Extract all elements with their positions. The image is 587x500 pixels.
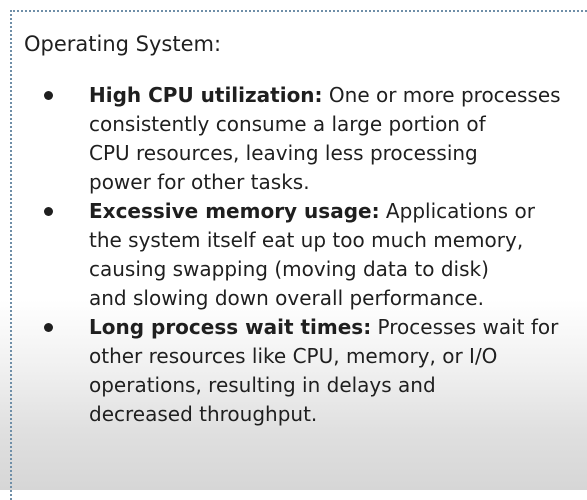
bullet-text: other resources like CPU, memory, or I/O xyxy=(89,344,498,368)
bullet-icon xyxy=(44,91,53,100)
bullet-item-wait-times: Long process wait times: Processes wait … xyxy=(0,313,587,429)
bullet-text: consistently consume a large portion of xyxy=(89,112,486,136)
bullet-text: Processes wait for xyxy=(371,315,559,339)
bullet-text: power for other tasks. xyxy=(89,170,310,194)
bullet-text: the system itself eat up too much memory… xyxy=(89,228,524,252)
bullet-item-cpu: High CPU utilization: One or more proces… xyxy=(0,81,587,197)
bullet-term: Excessive memory usage: xyxy=(89,199,380,223)
dotted-frame xyxy=(10,10,587,500)
bullet-text: CPU resources, leaving less processing xyxy=(89,141,478,165)
bullet-text: operations, resulting in delays and xyxy=(89,373,436,397)
bullet-first-line: Excessive memory usage: Applications or xyxy=(89,197,587,226)
bullet-text: Applications or xyxy=(379,199,535,223)
bullet-icon xyxy=(44,323,53,332)
bullet-text: and slowing down overall performance. xyxy=(89,286,484,310)
section-heading: Operating System: xyxy=(24,32,222,56)
bullet-text: causing swapping (moving data to disk) xyxy=(89,257,489,281)
bullet-icon xyxy=(44,207,53,216)
bullet-list: High CPU utilization: One or more proces… xyxy=(0,81,587,429)
bullet-text: One or more processes xyxy=(322,83,561,107)
bullet-term: Long process wait times: xyxy=(89,315,372,339)
bullet-first-line: High CPU utilization: One or more proces… xyxy=(89,81,587,110)
bullet-text: decreased throughput. xyxy=(89,402,318,426)
bullet-term: High CPU utilization: xyxy=(89,83,323,107)
bullet-first-line: Long process wait times: Processes wait … xyxy=(89,313,587,342)
bullet-item-memory: Excessive memory usage: Applications or … xyxy=(0,197,587,313)
